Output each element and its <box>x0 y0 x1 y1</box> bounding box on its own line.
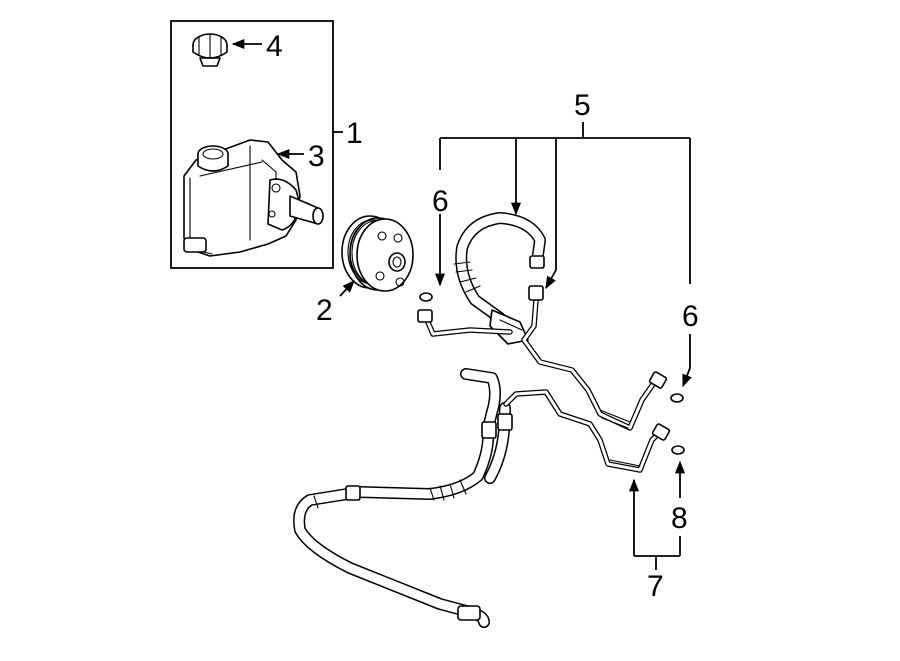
callout-1: 1 <box>346 117 363 150</box>
callout-8: 8 <box>671 502 688 535</box>
group-box <box>170 20 334 269</box>
callout-labels: 1 2 3 4 5 6 6 7 8 <box>266 30 699 603</box>
callout-6-right: 6 <box>682 300 699 333</box>
callout-5: 5 <box>574 89 591 122</box>
pump-assembly-group <box>170 20 343 269</box>
leader-lines <box>231 38 692 570</box>
callout-7: 7 <box>647 570 664 603</box>
callout-3: 3 <box>308 140 325 173</box>
return-hose-assembly <box>293 368 671 628</box>
reservoir-cap-dipstick <box>192 33 228 108</box>
leader-2 <box>339 280 355 297</box>
callout-4: 4 <box>266 30 283 63</box>
callout-6-left: 6 <box>432 185 449 218</box>
o-rings-6 <box>419 292 684 403</box>
pump-with-reservoir <box>183 139 324 257</box>
pressure-hose-assembly <box>417 212 668 431</box>
o-ring-8 <box>671 445 685 455</box>
o-ring-left <box>419 292 433 302</box>
o-ring-right <box>670 393 684 403</box>
pump-pulley <box>341 215 414 292</box>
callout-2: 2 <box>316 294 333 327</box>
